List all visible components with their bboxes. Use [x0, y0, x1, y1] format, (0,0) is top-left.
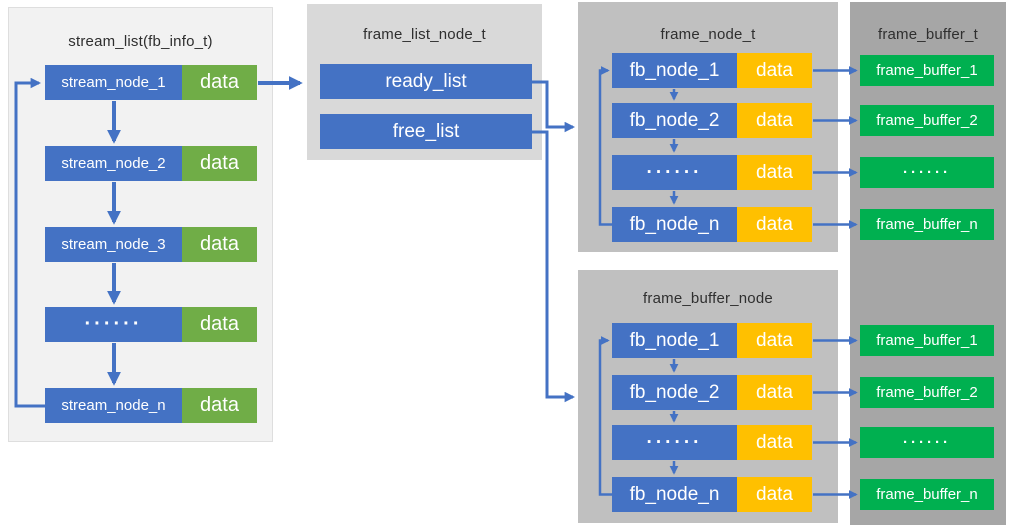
frame-buffer-box: frame_buffer_2	[860, 377, 994, 408]
stream-data-box: data	[182, 307, 257, 342]
fb-data-box: data	[737, 477, 812, 512]
fb-node-box: fb_node_1	[612, 323, 737, 358]
fb-data-box: data	[737, 103, 812, 138]
frame-buffer-ellipsis-box: ······	[860, 427, 994, 458]
panel-frame-buffer: frame_buffer_t frame_buffer_1 frame_buff…	[850, 2, 1006, 525]
free-list-box: free_list	[320, 114, 532, 149]
fb-node-box: fb_node_1	[612, 53, 737, 88]
fb-data-box: data	[737, 425, 812, 460]
panel-title-frame-buffer-node: frame_buffer_node	[643, 290, 773, 307]
panel-frame-buffer-node: frame_buffer_node fb_node_1 data fb_node…	[578, 270, 838, 523]
stream-node-box: stream_node_n	[45, 388, 182, 423]
panel-title-frame-buffer: frame_buffer_t	[877, 26, 979, 43]
fb-node-box: fb_node_2	[612, 103, 737, 138]
panel-title-frame-node: frame_node_t	[660, 26, 756, 43]
frame-buffer-ellipsis-box: ······	[860, 157, 994, 188]
stream-data-box: data	[182, 146, 257, 181]
fb-node-ellipsis-box: ······	[612, 425, 737, 460]
stream-node-box: stream_node_2	[45, 146, 182, 181]
fb-node-box: fb_node_n	[612, 477, 737, 512]
fb-data-box: data	[737, 155, 812, 190]
panel-frame-node: frame_node_t fb_node_1 data fb_node_2 da…	[578, 2, 838, 252]
stream-node-box: stream_node_1	[45, 65, 182, 100]
frame-buffer-box: frame_buffer_n	[860, 209, 994, 240]
panel-title-stream-list: stream_list(fb_info_t)	[68, 33, 213, 50]
fb-data-box: data	[737, 375, 812, 410]
stream-node-box: stream_node_3	[45, 227, 182, 262]
fb-node-box: fb_node_n	[612, 207, 737, 242]
fb-data-box: data	[737, 53, 812, 88]
frame-buffer-box: frame_buffer_n	[860, 479, 994, 510]
fb-data-box: data	[737, 207, 812, 242]
frame-buffer-box: frame_buffer_1	[860, 55, 994, 86]
fb-node-ellipsis-box: ······	[612, 155, 737, 190]
stream-data-box: data	[182, 227, 257, 262]
stream-data-box: data	[182, 388, 257, 423]
stream-node-ellipsis-box: ······	[45, 307, 182, 342]
panel-frame-list-node: frame_list_node_t ready_list free_list	[307, 4, 542, 160]
frame-buffer-box: frame_buffer_2	[860, 105, 994, 136]
ready-list-box: ready_list	[320, 64, 532, 99]
fb-data-box: data	[737, 323, 812, 358]
panel-stream-list: stream_list(fb_info_t) stream_node_1 dat…	[8, 7, 273, 442]
frame-buffer-box: frame_buffer_1	[860, 325, 994, 356]
stream-data-box: data	[182, 65, 257, 100]
panel-title-frame-list-node: frame_list_node_t	[363, 26, 486, 43]
fb-node-box: fb_node_2	[612, 375, 737, 410]
arrow-free-list-to-frame-buffer-node	[532, 130, 576, 403]
